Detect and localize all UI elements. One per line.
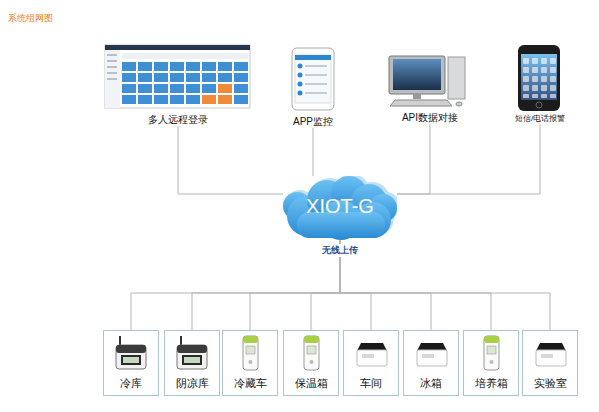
dashboard-header	[105, 45, 250, 50]
alarm-tile	[218, 95, 232, 104]
connector-line	[313, 128, 314, 176]
logger-icon	[116, 336, 146, 369]
alarm-tile	[218, 84, 232, 93]
connector-line	[340, 240, 550, 330]
connector-line	[131, 240, 340, 330]
logger-icon	[177, 336, 207, 369]
smartphone-body	[518, 45, 560, 111]
diagram-title: 系统组网图	[8, 12, 53, 25]
node-label: APP监控	[293, 116, 333, 128]
node-label: 保温箱	[295, 377, 328, 390]
device-box: 阴凉库	[164, 330, 220, 396]
device-box: 保温箱	[283, 330, 339, 396]
monitor-frame	[389, 56, 445, 94]
logger-icon	[536, 343, 566, 366]
logger-icon	[243, 336, 258, 370]
phone-screen	[295, 55, 331, 103]
node-label: 阴凉库	[176, 377, 209, 390]
node-label: 短信/电话报警	[515, 114, 565, 124]
endpoint-node: API数据对接	[380, 50, 480, 124]
app-dot	[298, 91, 303, 96]
connector-line	[192, 240, 340, 330]
home-button	[536, 102, 542, 108]
connector-line	[397, 124, 430, 194]
sidebar-item	[107, 54, 117, 56]
sidebar-item	[107, 66, 117, 68]
device-box: 培养箱	[463, 330, 519, 396]
app-dot	[298, 73, 303, 78]
computer-tower	[448, 57, 465, 99]
connector-line	[340, 240, 491, 330]
phone-body	[292, 48, 334, 110]
sidebar-item	[107, 78, 117, 80]
cloud-body	[283, 176, 397, 240]
dashboard-toolbar	[122, 53, 248, 59]
app-dot	[298, 82, 303, 87]
sidebar-item	[107, 72, 117, 74]
node-label: 培养箱	[475, 377, 508, 390]
endpoint-node: 多人远程登录	[100, 42, 256, 126]
sidebar-item	[107, 60, 117, 62]
node-label: XIOT-G	[306, 194, 374, 218]
device-box: 实验室	[522, 330, 578, 396]
logger-icon	[357, 343, 387, 366]
logger-icon	[484, 336, 499, 370]
node-label: 多人远程登录	[148, 114, 208, 126]
dashboard-sidebar	[105, 50, 120, 108]
node-label: 冰箱	[420, 377, 442, 390]
smartphone-screen	[521, 54, 557, 100]
node-label: API数据对接	[402, 112, 458, 124]
monitor-stand	[413, 94, 421, 99]
device-box: 车间	[343, 330, 399, 396]
smartphone-apps	[521, 56, 557, 98]
line-label: 无线上传	[320, 244, 360, 257]
dashboard-frame	[105, 45, 250, 108]
connector-line	[397, 124, 540, 194]
connector-line	[178, 126, 283, 194]
app-header	[295, 55, 331, 60]
app-row	[305, 65, 327, 67]
device-box: 冰箱	[403, 330, 459, 396]
device-box: 冷库	[103, 330, 159, 396]
keyboard	[390, 100, 452, 106]
endpoint-node: APP监控	[283, 44, 343, 128]
node-label: 实验室	[534, 377, 567, 390]
endpoint-node: 短信/电话报警	[505, 42, 575, 124]
mouse	[456, 102, 462, 106]
cloud-node: XIOT-G	[283, 176, 397, 240]
logger-icon	[304, 336, 319, 370]
dashboard-tiles	[122, 62, 250, 106]
logger-icon	[417, 343, 447, 366]
device-box: 冷藏车	[222, 330, 278, 396]
alarm-tile	[202, 95, 216, 104]
app-row	[305, 92, 327, 94]
app-row	[305, 74, 327, 76]
app-dot	[298, 64, 303, 69]
connectors	[131, 124, 550, 330]
app-row	[305, 83, 327, 85]
node-label: 冷藏车	[234, 377, 267, 390]
node-label: 冷库	[120, 377, 142, 390]
monitor-screen	[393, 59, 441, 90]
cloud-shadow	[286, 176, 397, 238]
node-label: 车间	[360, 377, 382, 390]
